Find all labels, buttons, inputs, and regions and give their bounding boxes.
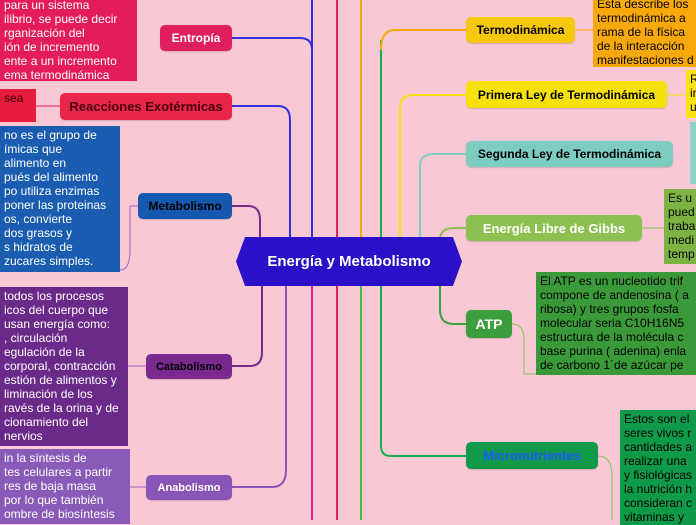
- link-segunda: [419, 153, 466, 260]
- trunk-micro: [380, 40, 466, 457]
- note-catabolismo: todos los procesos icos del cuerpo que u…: [0, 287, 128, 446]
- topic-metabolismo[interactable]: Metabolismo: [138, 193, 232, 219]
- link-atp: [439, 286, 466, 325]
- note-exotermicas: sea: [0, 89, 36, 122]
- topic-primera-ley[interactable]: Primera Ley de Termodinámica: [466, 81, 667, 108]
- note-metabolismo: no es el grupo de ímicas que alimento en…: [0, 126, 120, 272]
- topic-anabolismo[interactable]: Anabolismo: [146, 475, 232, 500]
- note-micronutrientes: Estos son el seres vivos r cantidades a …: [620, 410, 696, 525]
- link-primera: [399, 94, 466, 260]
- note-segunda-ley: [690, 122, 696, 184]
- topic-segunda-ley[interactable]: Segunda Ley de Termodinámica: [466, 141, 673, 167]
- link-anabolismo: [232, 286, 287, 488]
- note-termodinamica: Esta describe los termodinámica a rama d…: [593, 0, 696, 67]
- note-anabolismo: in la síntesis de tes celulares a partir…: [0, 449, 130, 524]
- link-metabolismo: [232, 205, 261, 250]
- link-termodinamica: [380, 29, 466, 51]
- note-link-atp: [511, 323, 536, 375]
- topic-termodinamica[interactable]: Termodinámica: [466, 17, 575, 43]
- note-energia-libre-gibbs: Es u pued traba medi temp: [664, 189, 696, 264]
- topic-catabolismo[interactable]: Catabolismo: [146, 354, 232, 379]
- note-atp: El ATP es un nucleotido trif compone de …: [536, 272, 696, 375]
- note-entropia: para un sistema ilibrio, se puede decir …: [0, 0, 137, 81]
- topic-reacciones-exotermicas[interactable]: Reacciones Exotérmicas: [60, 93, 232, 120]
- note-link-micro: [597, 455, 613, 520]
- topic-energia-libre-gibbs[interactable]: Energía Libre de Gibbs: [466, 215, 642, 241]
- note-link-metabolismo: [119, 205, 138, 271]
- topic-entropia[interactable]: Entropía: [160, 25, 232, 51]
- link-exotermicas: [232, 105, 291, 237]
- central-topic[interactable]: Energía y Metabolismo: [236, 237, 462, 286]
- link-catabolismo: [232, 286, 263, 367]
- link-entropia: [232, 37, 313, 51]
- topic-micronutrientes[interactable]: Micronutrientes: [466, 442, 598, 469]
- note-primera-ley: R in u: [686, 70, 696, 118]
- topic-atp[interactable]: ATP: [466, 310, 512, 338]
